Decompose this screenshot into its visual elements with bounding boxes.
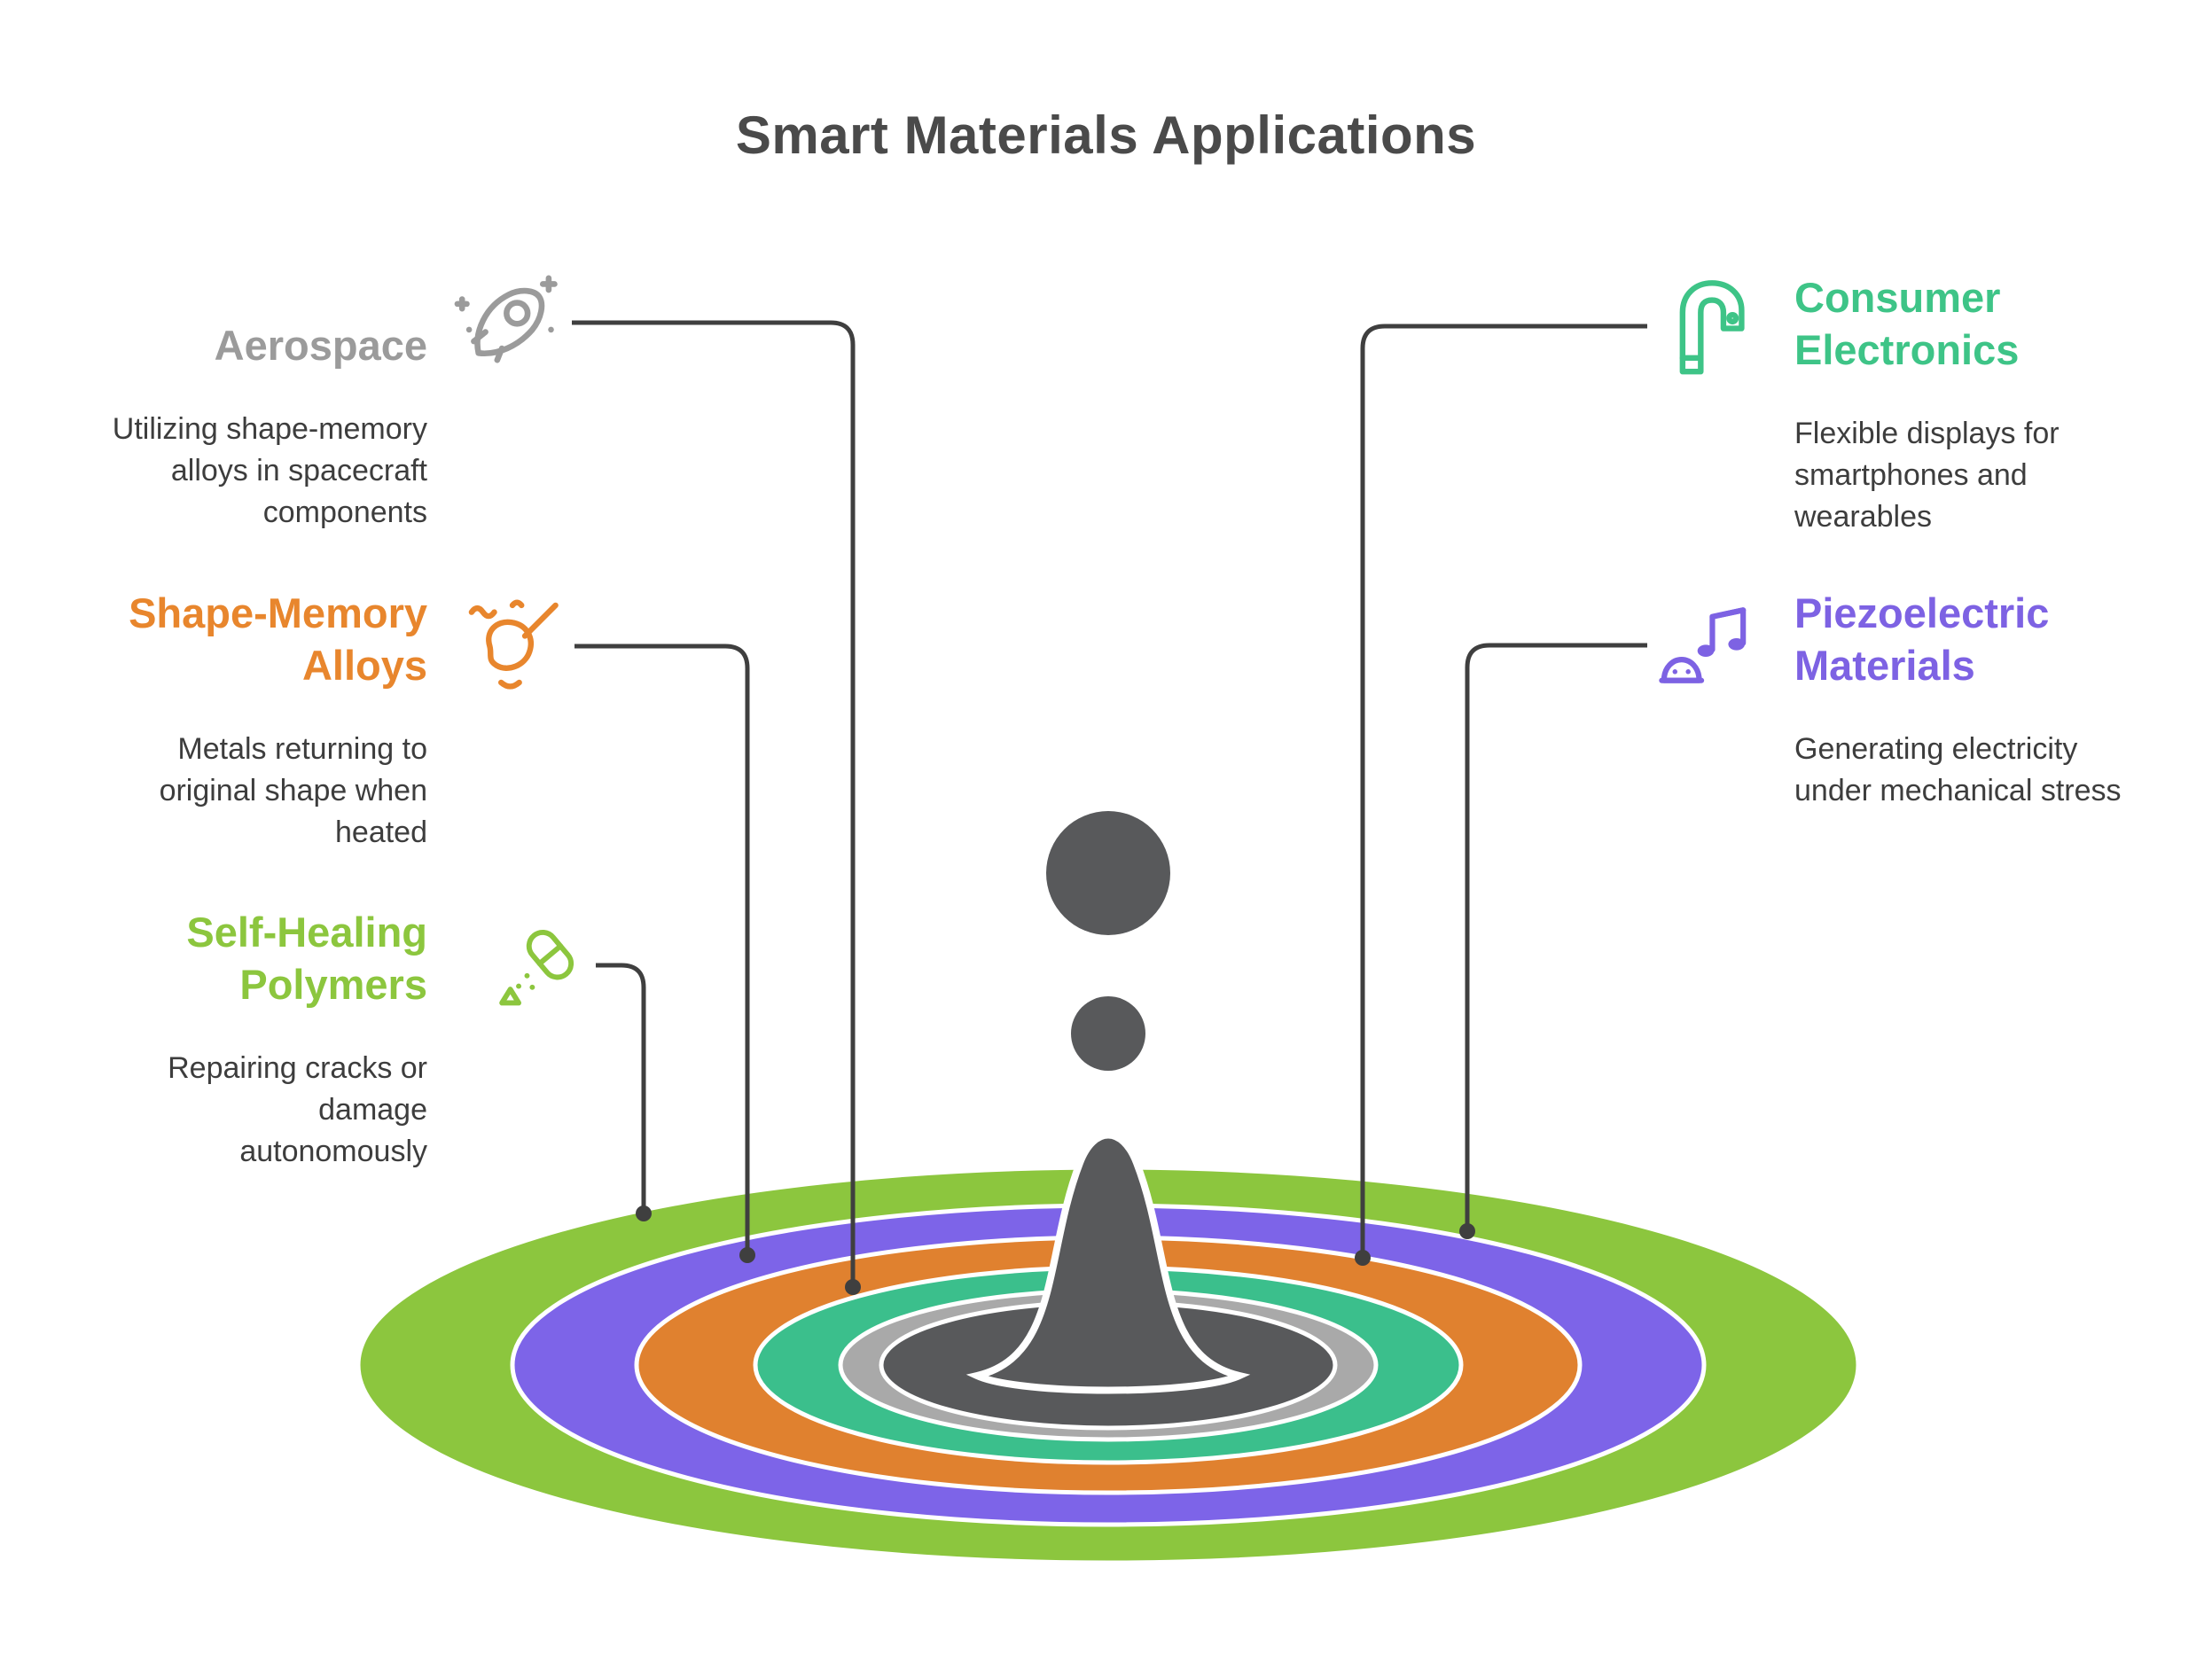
connector-dot-aerospace bbox=[845, 1279, 861, 1295]
item-consumer-electronics: Consumer Electronics Flexible displays f… bbox=[1794, 271, 2167, 538]
item-label-shape-memory-alloys: Shape-Memory Alloys bbox=[129, 589, 427, 690]
item-piezoelectric-materials: Piezoelectric Materials Generating elect… bbox=[1794, 587, 2202, 812]
droplet-small bbox=[1071, 996, 1145, 1071]
connector-piezoelectric-materials bbox=[1465, 643, 1647, 1231]
item-label-piezoelectric-materials: Piezoelectric Materials bbox=[1794, 589, 2050, 690]
capsule-icon bbox=[489, 913, 594, 1018]
item-label-self-healing-polymers: Self-Healing Polymers bbox=[186, 909, 427, 1009]
music-note-icon bbox=[1651, 590, 1761, 700]
item-description-shape-memory-alloys: Metals returning to original shape when … bbox=[159, 732, 427, 850]
item-description-consumer-electronics: Flexible displays for smartphones and we… bbox=[1794, 417, 2060, 534]
balloon-pin-icon bbox=[456, 589, 569, 703]
rocket-icon bbox=[450, 264, 567, 381]
connector-self-healing-polymers bbox=[596, 963, 646, 1213]
item-description-aerospace: Utilizing shape-memory alloys in spacecr… bbox=[112, 412, 427, 530]
connector-dot-consumer-electronics bbox=[1355, 1250, 1371, 1266]
item-description-piezoelectric-materials: Generating electricity under mechanical … bbox=[1794, 732, 2122, 808]
splash-column bbox=[965, 1131, 1251, 1394]
page-title: Smart Materials Applications bbox=[735, 105, 1477, 165]
connector-consumer-electronics bbox=[1360, 324, 1647, 1258]
item-description-self-healing-polymers: Repairing cracks or damage autonomously bbox=[168, 1051, 427, 1169]
item-self-healing-polymers: Self-Healing Polymers Repairing cracks o… bbox=[46, 906, 427, 1173]
connector-dot-self-healing-polymers bbox=[636, 1205, 652, 1221]
item-shape-memory-alloys: Shape-Memory Alloys Metals returning to … bbox=[46, 587, 427, 854]
flexible-phone-icon bbox=[1651, 269, 1764, 383]
connector-dot-piezoelectric-materials bbox=[1459, 1223, 1475, 1239]
connector-shape-memory-alloys bbox=[574, 644, 750, 1255]
item-label-aerospace: Aerospace bbox=[214, 322, 427, 369]
connector-aerospace bbox=[572, 320, 856, 1287]
droplet-large bbox=[1046, 811, 1170, 935]
item-label-consumer-electronics: Consumer Electronics bbox=[1794, 274, 2020, 374]
item-aerospace: Aerospace Utilizing shape-memory alloys … bbox=[46, 319, 427, 534]
connector-dot-shape-memory-alloys bbox=[739, 1247, 755, 1263]
